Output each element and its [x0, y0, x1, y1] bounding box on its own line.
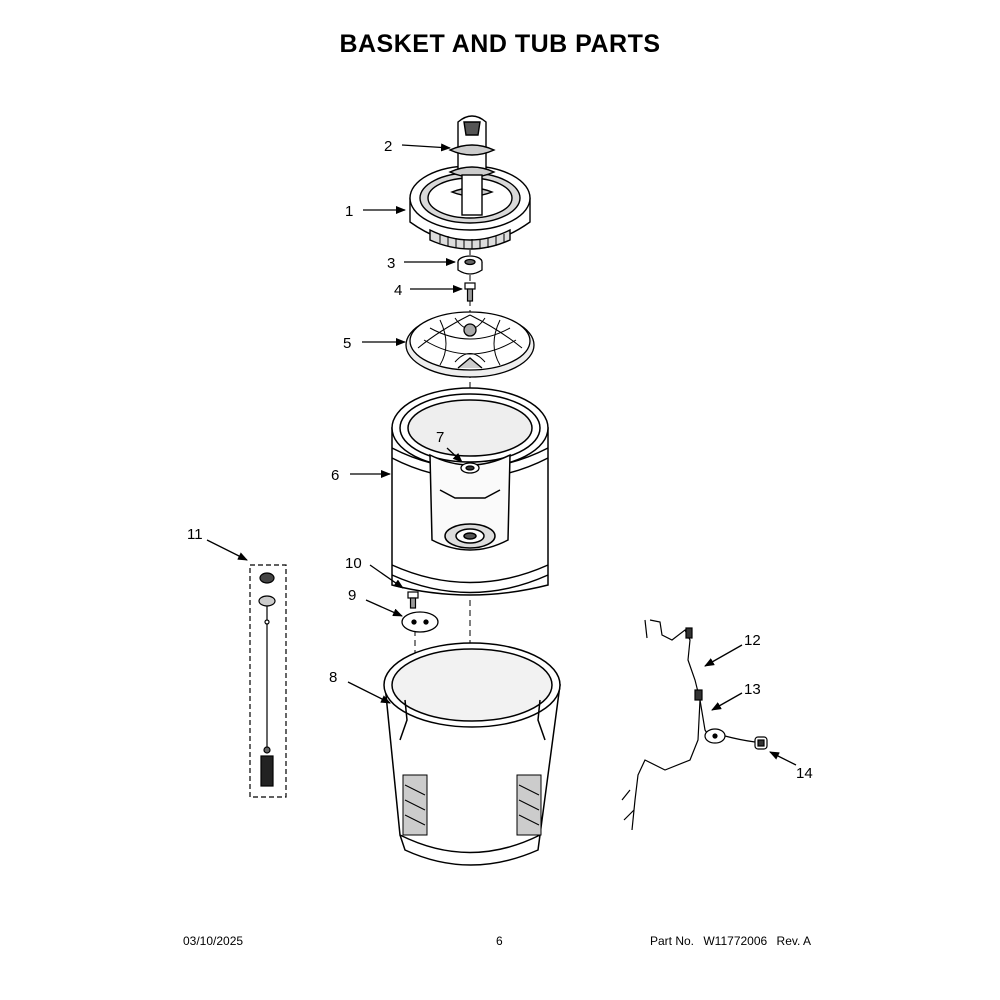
- callout-14: 14: [796, 765, 813, 782]
- footer-page-number: 6: [496, 934, 503, 948]
- part-14-sensor: [754, 736, 768, 750]
- part-4-bolt: [464, 282, 476, 302]
- callout-4: 4: [394, 282, 402, 299]
- callout-5: 5: [343, 335, 351, 352]
- part-8-outer-tub: [383, 642, 561, 866]
- callout-2: 2: [384, 138, 392, 155]
- part-label: Part No.: [650, 934, 695, 948]
- part-13-pressure-switch: [704, 728, 756, 744]
- part-2-agitator-post: [448, 115, 496, 216]
- callout-1: 1: [345, 203, 353, 220]
- part-6-basket: [391, 387, 549, 596]
- part-5-impeller: [405, 311, 535, 378]
- callout-11: 11: [187, 526, 203, 543]
- part-7-seal: [460, 462, 480, 474]
- part-3-cap: [457, 255, 483, 275]
- footer-date: 03/10/2025: [183, 934, 244, 948]
- part-9-bracket: [401, 611, 439, 633]
- callout-6: 6: [331, 467, 339, 484]
- part-11-suspension-rod: [249, 564, 287, 798]
- callout-8: 8: [329, 669, 337, 686]
- page-title: BASKET AND TUB PARTS: [339, 30, 661, 58]
- callout-9: 9: [348, 587, 356, 604]
- part-number: W11772006: [703, 934, 768, 948]
- part-10-screw: [407, 591, 419, 609]
- callout-12: 12: [744, 632, 761, 649]
- callout-13: 13: [744, 681, 761, 698]
- callout-leaders: [206, 143, 797, 766]
- callout-7: 7: [436, 429, 444, 446]
- footer-part-info: Part No. W11772006 Rev. A: [650, 934, 817, 948]
- callout-3: 3: [387, 255, 395, 272]
- part-12-wire-harness: [621, 619, 711, 831]
- callout-10: 10: [345, 555, 362, 572]
- revision: Rev. A: [776, 934, 811, 948]
